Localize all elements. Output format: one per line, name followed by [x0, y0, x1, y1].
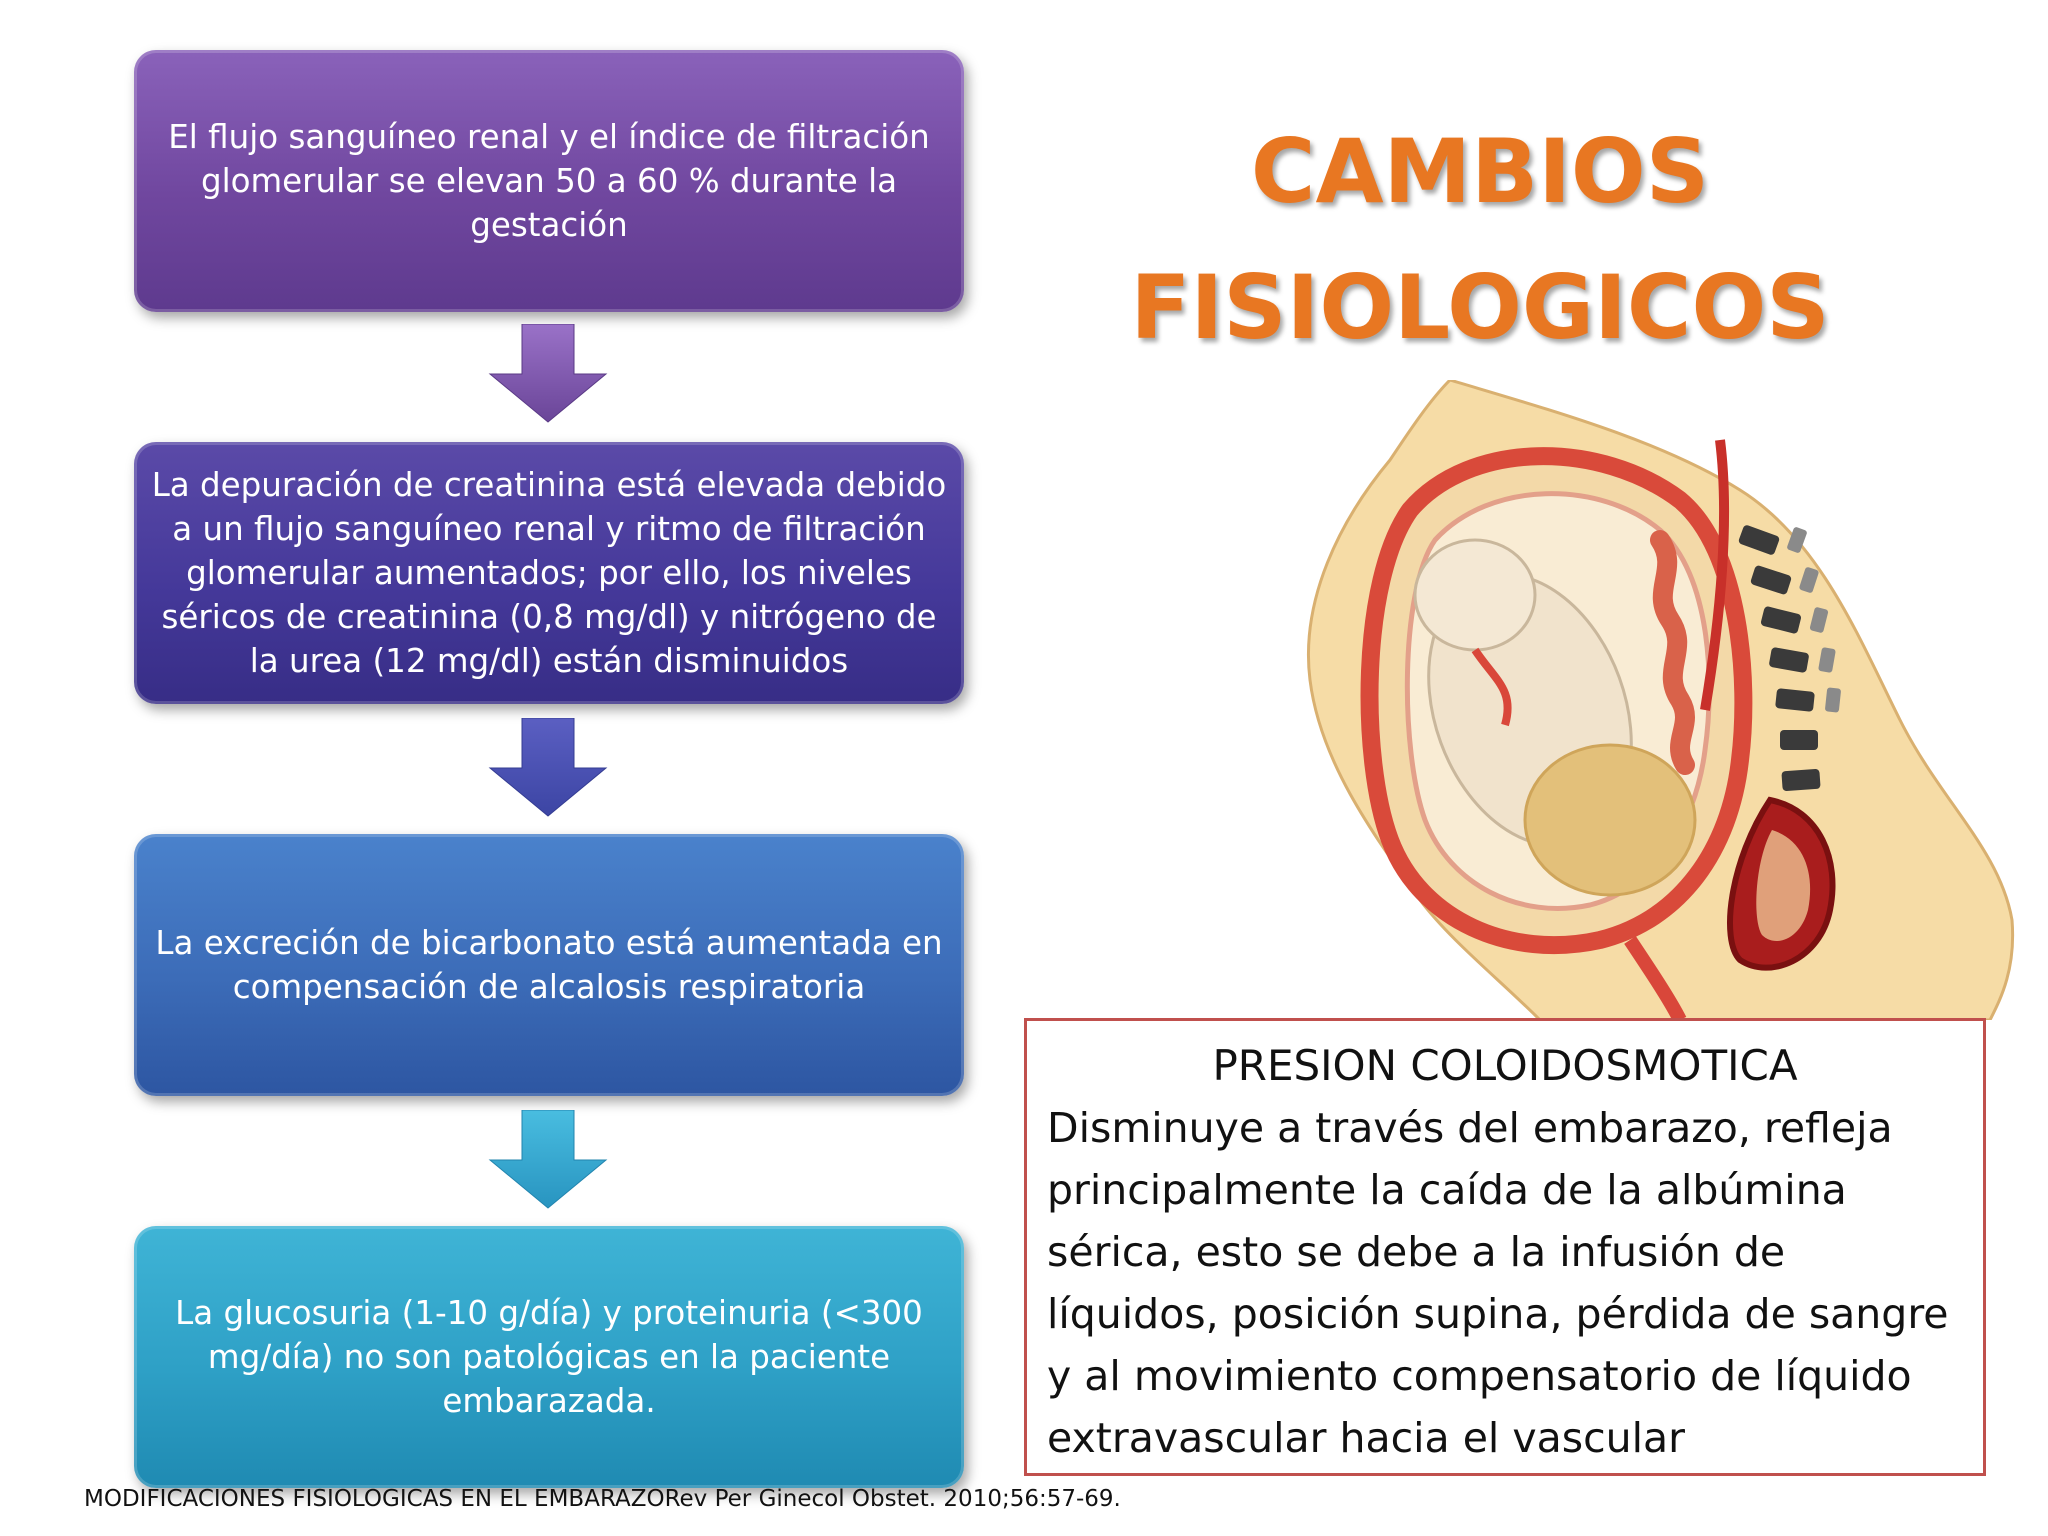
- footer-citation: MODIFICACIONES FISIOLOGICAS EN EL EMBARA…: [84, 1486, 1121, 1512]
- page-title-line2: FISIOLOGICOS: [1130, 256, 1830, 359]
- down-arrow-icon: [488, 324, 608, 423]
- down-arrow-icon: [488, 718, 608, 817]
- down-arrow-icon: [488, 1110, 608, 1209]
- flow-box-creatinine-text: La depuración de creatinina está elevada…: [151, 466, 947, 680]
- page-title: CAMBIOS FISIOLOGICOS: [1130, 104, 1830, 376]
- flow-box-glucosuria: La glucosuria (1-10 g/día) y proteinuria…: [134, 1226, 964, 1488]
- colloid-pressure-box: PRESION COLOIDOSMOTICA Disminuye a travé…: [1024, 1018, 1986, 1476]
- colloid-pressure-body: Disminuye a través del embarazo, refleja…: [1047, 1104, 1949, 1462]
- pregnancy-anatomy-illustration: [1307, 380, 2015, 1020]
- flow-box-renal-flow-text: El flujo sanguíneo renal y el índice de …: [168, 118, 930, 244]
- flow-box-bicarbonate-text: La excreción de bicarbonato está aumenta…: [155, 924, 943, 1006]
- flow-box-glucosuria-text: La glucosuria (1-10 g/día) y proteinuria…: [175, 1294, 923, 1420]
- colloid-pressure-heading: PRESION COLOIDOSMOTICA: [1212, 1041, 1798, 1090]
- flow-box-renal-flow: El flujo sanguíneo renal y el índice de …: [134, 50, 964, 312]
- page-title-line1: CAMBIOS: [1250, 120, 1710, 223]
- flow-box-creatinine: La depuración de creatinina está elevada…: [134, 442, 964, 704]
- flow-box-bicarbonate: La excreción de bicarbonato está aumenta…: [134, 834, 964, 1096]
